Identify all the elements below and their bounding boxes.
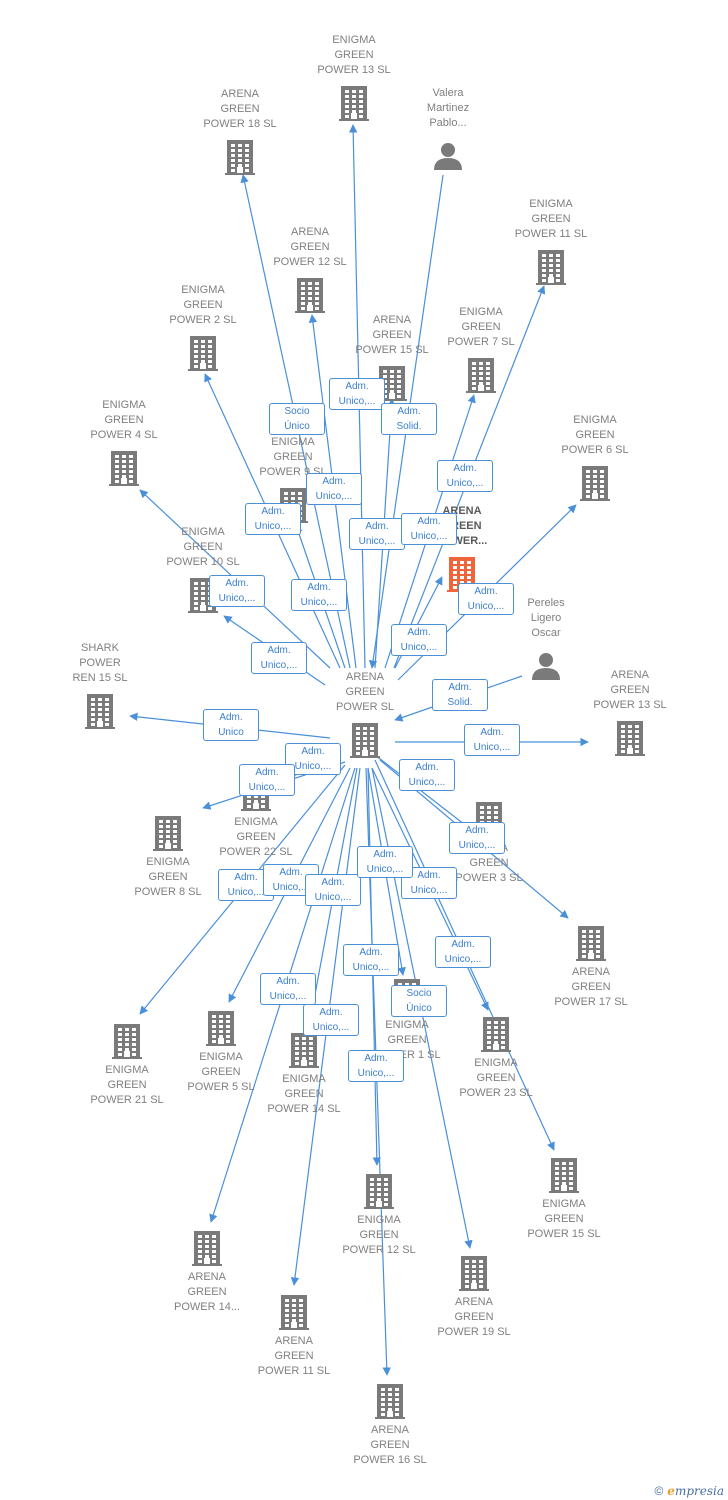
node-label-n25[interactable]: ENIGMA GREEN POWER 15 SL xyxy=(527,1198,601,1240)
node-label-n15[interactable]: ARENA GREEN POWER 13 SL xyxy=(593,669,667,711)
relation-tag-n12[interactable]: Adm. Unico,... xyxy=(251,642,307,674)
building-icon-n22 xyxy=(289,1033,319,1068)
node-label-n12[interactable]: ENIGMA GREEN POWER 10 SL xyxy=(166,526,240,568)
relation-tag-n14[interactable]: Adm. Unico xyxy=(203,709,259,741)
building-icon-n19 xyxy=(576,926,606,961)
brand-logo-initial: e xyxy=(667,1484,675,1498)
building-icon-n3 xyxy=(536,250,566,285)
building-icon-n25 xyxy=(549,1158,579,1193)
node-label-n7[interactable]: ENIGMA GREEN POWER 7 SL xyxy=(447,306,515,348)
node-label-n20[interactable]: ENIGMA GREEN POWER 21 SL xyxy=(90,1064,164,1106)
relation-tag-n11[interactable]: Adm. Unico,... xyxy=(391,624,447,656)
relation-tag-n30[interactable]: Adm. Unico,... xyxy=(348,1050,404,1082)
node-label-n6[interactable]: ARENA GREEN POWER 15 SL xyxy=(355,314,429,356)
relation-tag-n28[interactable]: Adm. Unico,... xyxy=(343,944,399,976)
relation-tag-n4[interactable]: Adm. Unico,... xyxy=(306,473,362,505)
relation-tag-n24[interactable]: Adm. Unico,... xyxy=(401,867,457,899)
relation-tag-n23[interactable]: Socio Único xyxy=(391,985,447,1017)
node-label-n19[interactable]: ARENA GREEN POWER 17 SL xyxy=(554,966,628,1008)
relation-tag-n18[interactable]: Adm. Unico,... xyxy=(399,759,455,791)
building-icon-n26 xyxy=(364,1174,394,1209)
relation-tag-n25[interactable]: Adm. Unico,... xyxy=(435,936,491,968)
relation-tag-n0[interactable]: Adm. Unico,... xyxy=(329,378,385,410)
node-label-n13[interactable]: Pereles Ligero Oscar xyxy=(527,597,565,639)
node-label-n14[interactable]: SHARK POWER REN 15 SL xyxy=(72,642,128,684)
relation-tag-n9[interactable]: Adm. Unico,... xyxy=(291,579,347,611)
node-label-n27[interactable]: ARENA GREEN POWER 14... xyxy=(173,1271,241,1313)
person-icon-n2 xyxy=(434,143,462,170)
relation-tag-n7[interactable]: Adm. Unico,... xyxy=(401,513,457,545)
node-label-n17[interactable]: ENIGMA GREEN POWER 8 SL xyxy=(134,856,202,898)
node-label-n5[interactable]: ENIGMA GREEN POWER 2 SL xyxy=(169,284,237,326)
building-icon-n28 xyxy=(459,1256,489,1291)
building-icon-n10 xyxy=(580,466,610,501)
building-icon-center xyxy=(350,723,380,758)
building-icon-n29 xyxy=(279,1295,309,1330)
node-label-n4[interactable]: ARENA GREEN POWER 12 SL xyxy=(273,226,347,268)
node-label-n28[interactable]: ARENA GREEN POWER 19 SL xyxy=(437,1296,511,1338)
brand-logo-name: mpresia xyxy=(674,1484,724,1498)
relation-tag-n27[interactable]: Adm. Unico,... xyxy=(260,973,316,1005)
building-icon-n0 xyxy=(339,86,369,121)
node-label-n21[interactable]: ENIGMA GREEN POWER 5 SL xyxy=(187,1051,255,1093)
building-icon-n14 xyxy=(85,694,115,729)
relation-tag-n15[interactable]: Adm. Unico,... xyxy=(464,724,520,756)
node-label-n0[interactable]: ENIGMA GREEN POWER 13 SL xyxy=(317,34,391,76)
building-icon-n15 xyxy=(615,721,645,756)
building-icon-n30 xyxy=(375,1384,405,1419)
building-icon-n17 xyxy=(153,816,183,851)
building-icon-n20 xyxy=(112,1024,142,1059)
building-icon-n21 xyxy=(206,1011,236,1046)
building-icon-n8 xyxy=(109,451,139,486)
building-icon-n4 xyxy=(295,278,325,313)
relation-tag-n2[interactable]: Adm. Solid. xyxy=(381,403,437,435)
relation-tag-n3[interactable]: Adm. Unico,... xyxy=(437,460,493,492)
building-icon-n5 xyxy=(188,336,218,371)
node-label-n29[interactable]: ARENA GREEN POWER 11 SL xyxy=(257,1335,331,1377)
relation-tag-n5[interactable]: Adm. Unico,... xyxy=(245,503,301,535)
person-icon-n13 xyxy=(532,653,560,680)
node-label-center[interactable]: ARENA GREEN POWER SL xyxy=(335,671,395,713)
relation-tag-n1[interactable]: Socio Único xyxy=(269,403,325,435)
relation-tag-n13[interactable]: Adm. Solid. xyxy=(432,679,488,711)
node-label-n30[interactable]: ARENA GREEN POWER 16 SL xyxy=(353,1424,427,1466)
relation-tag-n26[interactable]: Adm. Unico,... xyxy=(357,846,413,878)
node-label-n22[interactable]: ENIGMA GREEN POWER 14 SL xyxy=(267,1073,341,1115)
node-label-n2[interactable]: Valera Martinez Pablo... xyxy=(426,87,470,129)
node-label-n16[interactable]: ENIGMA GREEN POWER 22 SL xyxy=(219,816,293,858)
copyright-symbol: © xyxy=(654,1484,664,1498)
node-label-n8[interactable]: ENIGMA GREEN POWER 4 SL xyxy=(90,399,158,441)
relation-tag-n10[interactable]: Adm. Unico,... xyxy=(458,583,514,615)
node-label-n24[interactable]: ENIGMA GREEN POWER 23 SL xyxy=(459,1057,533,1099)
node-label-n10[interactable]: ENIGMA GREEN POWER 6 SL xyxy=(561,414,629,456)
node-label-n26[interactable]: ENIGMA GREEN POWER 12 SL xyxy=(342,1214,416,1256)
relation-tag-n22[interactable]: Adm. Unico,... xyxy=(305,874,361,906)
relation-edge-n18 xyxy=(374,754,479,836)
building-icon-n27 xyxy=(192,1231,222,1266)
node-label-n1[interactable]: ARENA GREEN POWER 18 SL xyxy=(203,88,277,130)
relation-tag-n8[interactable]: Adm. Unico,... xyxy=(209,575,265,607)
relation-tag-n29[interactable]: Adm. Unico,... xyxy=(303,1004,359,1036)
building-icon-n7 xyxy=(466,358,496,393)
relation-tag-n17[interactable]: Adm. Unico,... xyxy=(239,764,295,796)
building-icon-n1 xyxy=(225,140,255,175)
relation-tag-n19[interactable]: Adm. Unico,... xyxy=(449,822,505,854)
empresia-watermark[interactable]: ©empresia xyxy=(654,1484,724,1498)
relation-tag-n6[interactable]: Adm. Unico,... xyxy=(349,518,405,550)
building-icon-n24 xyxy=(481,1017,511,1052)
node-label-n3[interactable]: ENIGMA GREEN POWER 11 SL xyxy=(514,198,588,240)
